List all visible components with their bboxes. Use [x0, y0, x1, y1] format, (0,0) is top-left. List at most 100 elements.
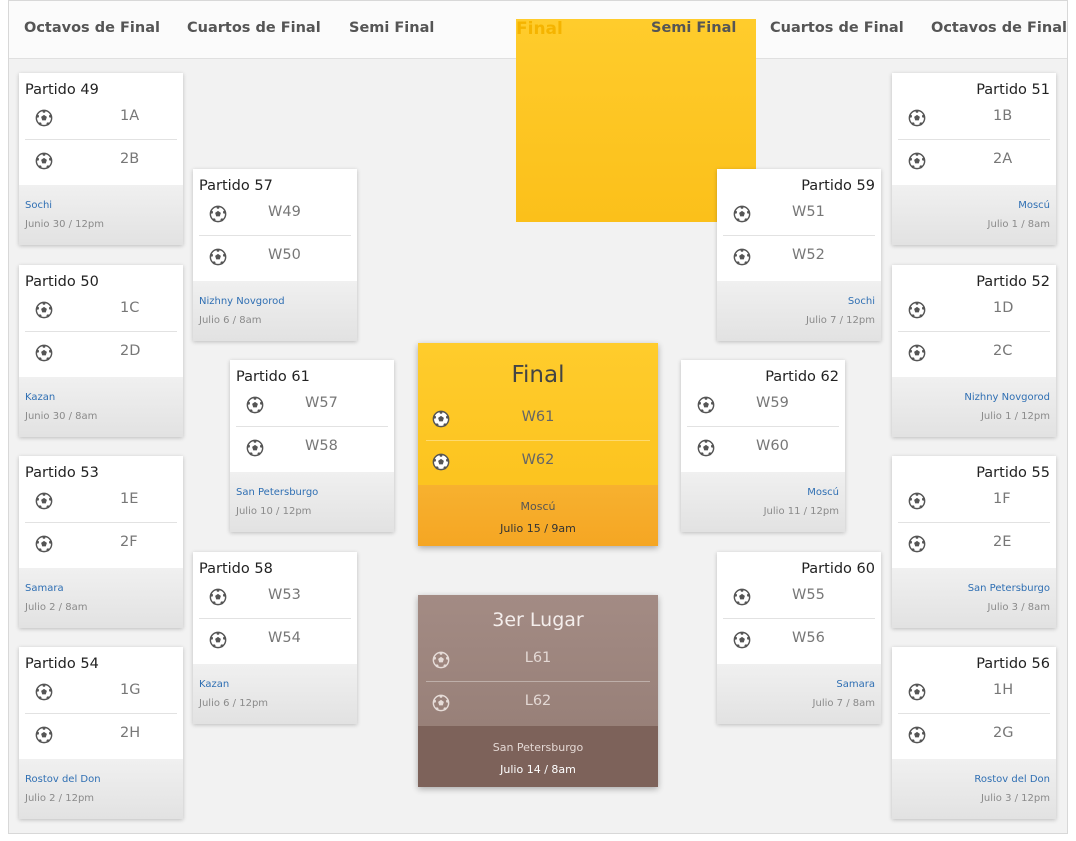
team-row: 2H [25, 714, 177, 756]
match-venue[interactable]: Kazan [199, 679, 230, 690]
soccer-ball-icon [432, 651, 450, 669]
soccer-ball-icon [908, 492, 926, 510]
match-venue[interactable]: Nizhny Novgorod [964, 392, 1050, 403]
soccer-ball-icon [35, 152, 53, 170]
stage-left-semifinals: Semi Final [349, 20, 435, 36]
match-venue[interactable]: Kazan [25, 392, 56, 403]
final-match-card[interactable]: Final W61 W62 Moscú Julio 15 / 9am [418, 343, 658, 546]
match-date: Julio 1 / 8am [987, 219, 1050, 230]
match-date: Julio 11 / 12pm [763, 506, 839, 517]
match-venue[interactable]: San Petersburgo [967, 583, 1050, 594]
soccer-ball-icon [209, 588, 227, 606]
stage-left-quarterfinals: Cuartos de Final [187, 20, 321, 36]
team-code: 1D [993, 300, 1014, 316]
soccer-ball-icon [35, 683, 53, 701]
soccer-ball-icon [209, 205, 227, 223]
match-venue[interactable]: Sochi [25, 200, 53, 211]
team-row: 2D [25, 332, 177, 374]
soccer-ball-icon [908, 344, 926, 362]
third-place-match-card[interactable]: 3er Lugar L61 L62 San Petersburgo Julio … [418, 595, 658, 787]
match-date: Junio 30 / 12pm [25, 219, 104, 230]
match-title: Partido 58 [199, 561, 273, 577]
team-code: W55 [792, 587, 825, 603]
final-team-1: W61 [426, 398, 650, 441]
match-venue[interactable]: Rostov del Don [25, 774, 101, 785]
third-place-footer: San Petersburgo Julio 14 / 8am [418, 726, 658, 787]
team-row: 1A [25, 97, 177, 140]
stage-header: Octavos de Final Cuartos de Final Semi F… [9, 1, 1067, 222]
team-row: 1H [898, 671, 1050, 714]
match-venue[interactable]: Samara [25, 583, 64, 594]
team-row: W52 [723, 236, 875, 278]
team-row: W54 [199, 619, 351, 661]
team-code: W57 [305, 395, 338, 411]
match-venue[interactable]: San Petersburgo [236, 487, 319, 498]
match-title: Partido 61 [236, 369, 310, 385]
team-code: 1H [993, 682, 1014, 698]
team-code: 2H [120, 725, 141, 741]
match-venue[interactable]: Rostov del Don [974, 774, 1050, 785]
team-code: 2G [993, 725, 1014, 741]
third-place-title: 3er Lugar [492, 609, 584, 631]
match-venue[interactable]: Nizhny Novgorod [199, 296, 285, 307]
match-venue[interactable]: Samara [836, 679, 875, 690]
soccer-ball-icon [246, 439, 264, 457]
team-code: W49 [268, 204, 301, 220]
team-code: 1B [993, 108, 1013, 124]
team-code: 2F [120, 534, 138, 550]
team-row: 2F [25, 523, 177, 565]
team-code: W53 [268, 587, 301, 603]
match-date: Julio 3 / 8am [987, 602, 1050, 613]
stage-right-semifinals: Semi Final [651, 20, 737, 36]
stage-final: Final [516, 19, 756, 222]
team-code: W60 [756, 438, 789, 454]
soccer-ball-icon [432, 410, 450, 428]
team-row: 1E [25, 480, 177, 523]
match-title: Partido 57 [199, 178, 273, 194]
final-date: Julio 15 / 9am [500, 522, 576, 535]
team-code: W58 [305, 438, 338, 454]
final-team-1-code: W61 [521, 409, 555, 425]
soccer-ball-icon [432, 453, 450, 471]
match-date: Julio 6 / 12pm [199, 698, 269, 709]
match-title: Partido 51 [976, 82, 1050, 98]
soccer-ball-icon [209, 631, 227, 649]
team-row: W56 [723, 619, 875, 661]
team-row: W55 [723, 576, 875, 619]
match-venue[interactable]: Moscú [807, 487, 839, 498]
team-row: W58 [236, 427, 388, 469]
match-date: Julio 7 / 12pm [805, 315, 875, 326]
team-row: 1F [898, 480, 1050, 523]
match-venue[interactable]: Sochi [847, 296, 875, 307]
match-venue[interactable]: Moscú [1018, 200, 1050, 211]
soccer-ball-icon [733, 588, 751, 606]
team-row: W60 [687, 427, 839, 469]
final-team-2-code: W62 [521, 452, 555, 468]
match-date: Junio 30 / 8am [25, 411, 98, 422]
soccer-ball-icon [697, 439, 715, 457]
match-date: Julio 2 / 12pm [25, 793, 95, 804]
match-date: Julio 10 / 12pm [236, 506, 312, 517]
team-row: W57 [236, 384, 388, 427]
final-team-2: W62 [426, 441, 650, 483]
